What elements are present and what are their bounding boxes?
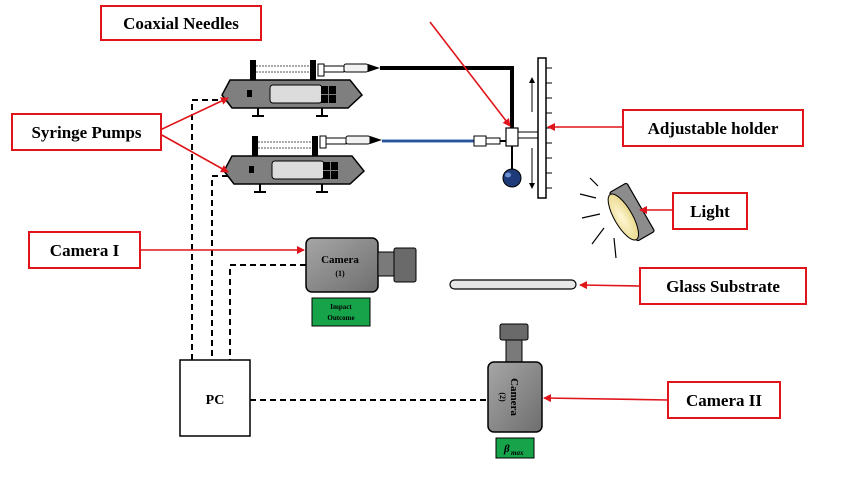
camera-1-badge-line1: Impact	[330, 303, 352, 311]
camera-2-number: (2)	[498, 392, 507, 402]
callout-syringe-pumps: Syringe Pumps	[11, 113, 162, 151]
callout-glass-substrate: Glass Substrate	[639, 267, 807, 305]
svg-text:Glass Substrate: Glass Substrate	[666, 277, 780, 296]
svg-text:Light: Light	[690, 202, 730, 221]
camera-1-badge-line2: Outcome	[327, 314, 354, 322]
beta-symbol: β	[503, 443, 510, 455]
beta-max-badge	[495, 437, 535, 459]
callout-coaxial-needles: Coaxial Needles	[100, 5, 262, 41]
glass-substrate	[449, 279, 577, 290]
callout-camera-2: Camera II	[667, 381, 781, 419]
svg-text:Syringe Pumps: Syringe Pumps	[31, 123, 141, 142]
camera-2-title: Camera	[508, 378, 520, 416]
camera-1-number: (1)	[335, 269, 345, 278]
svg-text:Camera II: Camera II	[686, 391, 762, 410]
callout-light: Light	[672, 192, 748, 230]
camera-2: Camera (2) β max	[487, 323, 543, 459]
callout-arrows	[140, 21, 673, 403]
callout-adjustable-holder: Adjustable holder	[622, 109, 804, 147]
svg-text:Camera I: Camera I	[50, 241, 120, 260]
impact-outcome-badge	[311, 297, 371, 327]
camera-1-title: Camera	[321, 254, 359, 266]
pc-label: PC	[206, 393, 225, 408]
feed-tubes	[380, 66, 514, 147]
coaxial-needle-assembly	[502, 127, 541, 188]
adjustable-holder	[529, 57, 552, 199]
callout-camera-1: Camera I	[28, 231, 141, 269]
svg-text:Adjustable holder: Adjustable holder	[648, 119, 779, 138]
syringe-pump-2	[223, 135, 382, 193]
svg-text:Coaxial Needles: Coaxial Needles	[123, 14, 239, 33]
beta-subscript: max	[511, 449, 524, 457]
syringe-pump-1	[221, 60, 380, 117]
light-source	[579, 177, 655, 259]
camera-1: Camera (1) Impact Outcome	[305, 237, 417, 327]
data-cables	[191, 99, 490, 401]
pc-box: PC	[179, 359, 251, 437]
